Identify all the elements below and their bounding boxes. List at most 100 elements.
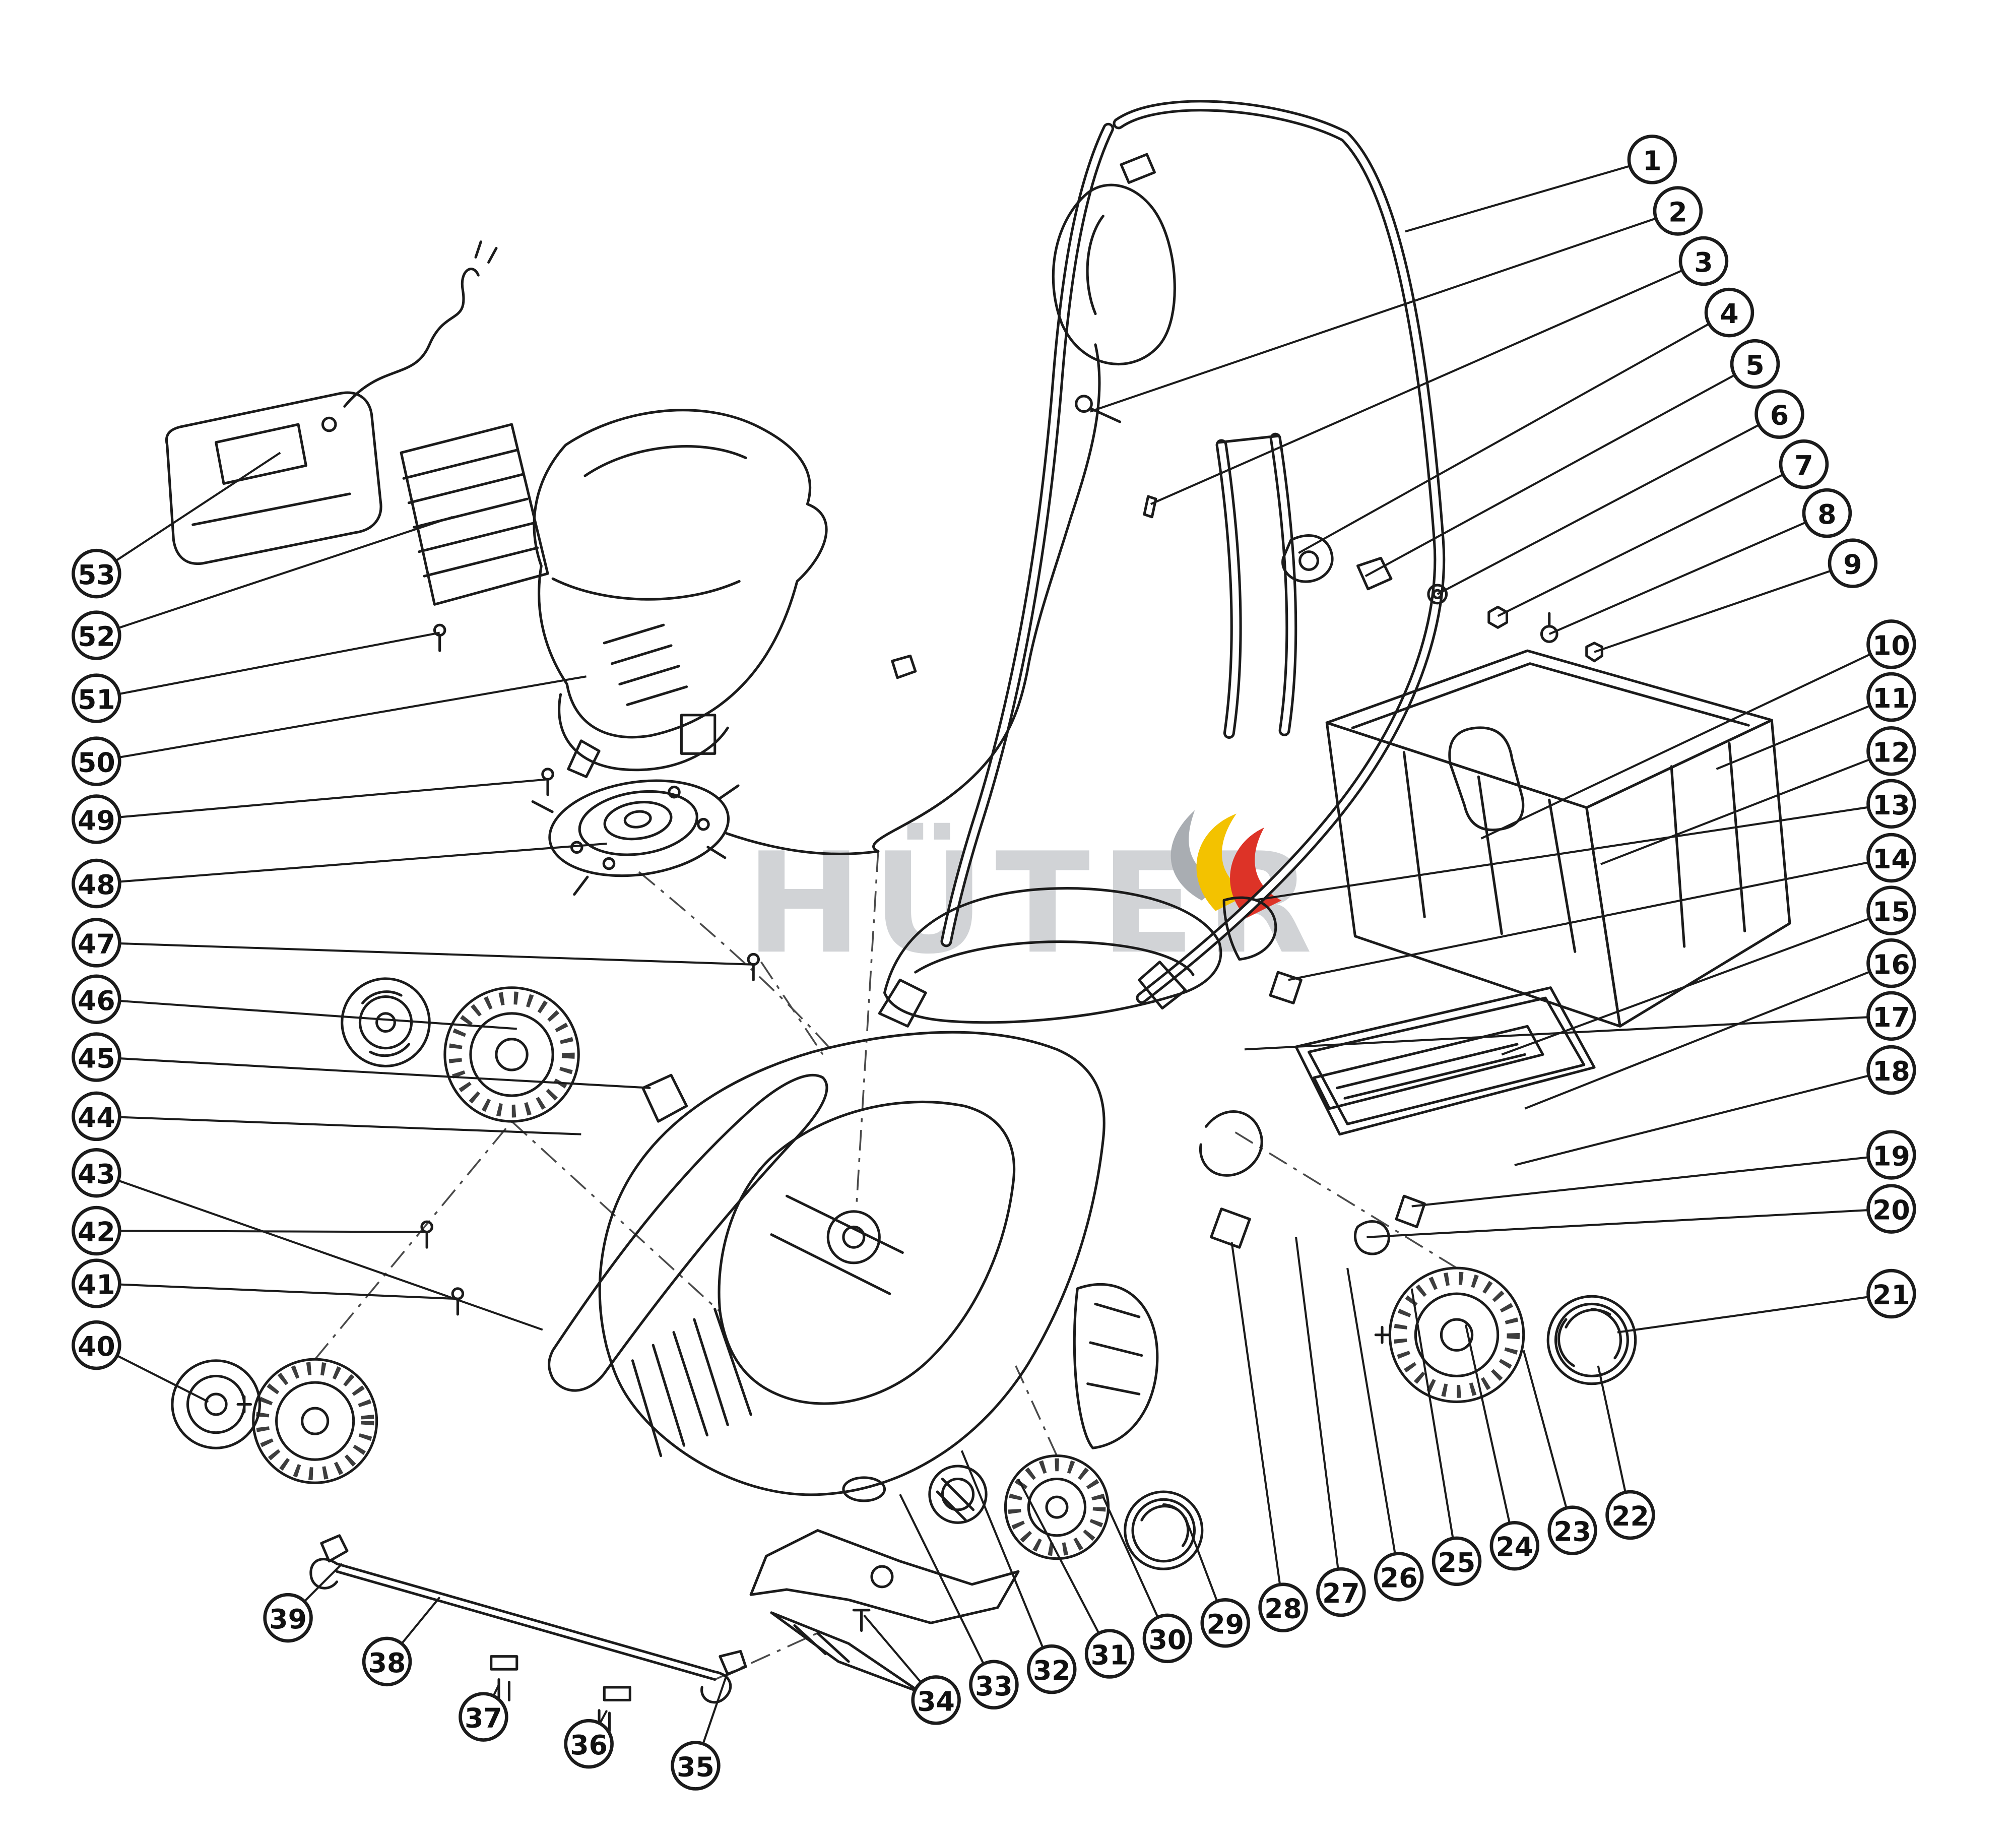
mid-left-wheel: [443, 986, 580, 1123]
axle-clips: [490, 1655, 631, 1701]
blade-bolt: [852, 1609, 871, 1632]
callout-17: 17: [1866, 991, 1916, 1041]
leader-line-31: [1017, 1478, 1111, 1655]
bottom-roller: [928, 1465, 988, 1524]
svg-text:16: 16: [1872, 948, 1910, 980]
rear-door: [1199, 896, 1426, 1255]
leader-line-12: [1600, 750, 1892, 865]
svg-text:13: 13: [1872, 789, 1910, 821]
callout-53: 53: [72, 548, 121, 599]
svg-text:11: 11: [1872, 682, 1910, 714]
callout-25: 25: [1432, 1536, 1482, 1587]
leader-line-33: [899, 1494, 995, 1685]
axle-bracket-left: [320, 1534, 349, 1563]
callout-2: 2: [1653, 186, 1703, 236]
front-grille: [631, 1308, 752, 1457]
switch-lever: [1120, 153, 1156, 184]
svg-text:37: 37: [465, 1702, 502, 1734]
callout-5: 5: [1730, 339, 1780, 389]
callout-19: 19: [1866, 1130, 1916, 1180]
svg-text:50: 50: [78, 747, 115, 779]
leader-line-2: [1090, 210, 1678, 413]
callout-6: 6: [1754, 389, 1804, 439]
leader-line-52: [96, 516, 453, 637]
callout-41: 41: [72, 1258, 121, 1308]
callout-50: 50: [72, 736, 121, 786]
leader-line-3: [1150, 260, 1704, 505]
svg-text:8: 8: [1817, 498, 1836, 530]
callout-26: 26: [1374, 1552, 1424, 1602]
leader-line-43: [96, 1172, 543, 1331]
leader-line-13: [1253, 802, 1892, 902]
bag-handle-slot: [1448, 726, 1525, 832]
svg-text:5: 5: [1745, 349, 1764, 381]
motor-cover: [533, 409, 828, 778]
svg-text:48: 48: [78, 869, 115, 901]
callout-42: 42: [72, 1206, 121, 1256]
callout-10: 10: [1866, 619, 1916, 669]
svg-text:52: 52: [78, 621, 115, 653]
leader-line-1: [1405, 158, 1653, 233]
svg-text:40: 40: [78, 1330, 115, 1362]
callout-16: 16: [1866, 938, 1916, 988]
svg-text:39: 39: [269, 1603, 307, 1635]
leader-line-15: [1501, 909, 1892, 1056]
svg-text:10: 10: [1872, 629, 1910, 661]
leader-line-19: [1411, 1154, 1892, 1208]
svg-text:24: 24: [1496, 1531, 1534, 1563]
svg-text:31: 31: [1091, 1639, 1129, 1671]
svg-text:38: 38: [368, 1647, 406, 1679]
svg-text:27: 27: [1322, 1577, 1360, 1609]
svg-text:12: 12: [1872, 736, 1910, 768]
callout-45: 45: [72, 1032, 121, 1082]
svg-text:18: 18: [1872, 1055, 1910, 1087]
callout-46: 46: [72, 974, 121, 1024]
callout-29: 29: [1200, 1598, 1250, 1648]
blade-adapter: [842, 1476, 886, 1502]
callout-36: 36: [564, 1719, 614, 1769]
callout-28: 28: [1258, 1582, 1308, 1632]
rear-right-wheel: [1388, 1266, 1525, 1403]
svg-text:22: 22: [1611, 1500, 1649, 1532]
leader-line-49: [96, 778, 548, 820]
rear-housing: [883, 887, 1222, 1024]
callout-8: 8: [1802, 488, 1852, 538]
leader-line-9: [1594, 562, 1853, 653]
motor-boss: [826, 1210, 881, 1264]
svg-text:21: 21: [1872, 1279, 1910, 1311]
callout-49: 49: [72, 794, 121, 844]
svg-text:19: 19: [1872, 1140, 1910, 1172]
svg-text:36: 36: [570, 1729, 608, 1761]
blade-clutch: [531, 779, 740, 896]
callout-9: 9: [1828, 538, 1878, 588]
callout-12: 12: [1866, 726, 1916, 776]
svg-text:29: 29: [1206, 1608, 1244, 1640]
leader-line-5: [1364, 363, 1755, 577]
leader-line-7: [1497, 463, 1804, 617]
callout-44: 44: [72, 1091, 121, 1142]
leader-line-46: [96, 998, 517, 1030]
leader-line-18: [1514, 1069, 1892, 1166]
callout-13: 13: [1866, 779, 1916, 829]
svg-text:2: 2: [1668, 197, 1687, 228]
leader-line-20: [1367, 1208, 1892, 1238]
callout-20: 20: [1866, 1184, 1916, 1234]
callout-34: 34: [911, 1675, 961, 1725]
svg-text:51: 51: [78, 684, 115, 716]
callout-3: 3: [1678, 236, 1729, 286]
leader-line-14: [1288, 857, 1892, 981]
leader-layer: [96, 158, 1892, 1766]
leader-line-6: [1437, 413, 1780, 595]
switch-housing: [1052, 183, 1176, 366]
callout-1: 1: [1627, 135, 1677, 184]
callout-47: 47: [72, 918, 121, 968]
svg-text:9: 9: [1843, 549, 1862, 581]
leader-line-30: [1102, 1496, 1168, 1639]
bottom-hubcap: [1124, 1490, 1204, 1570]
svg-text:26: 26: [1380, 1562, 1418, 1594]
leader-line-41: [96, 1282, 458, 1300]
leader-line-23: [1522, 1350, 1574, 1531]
battery-pack: [400, 423, 549, 606]
leader-line-53: [96, 452, 281, 575]
